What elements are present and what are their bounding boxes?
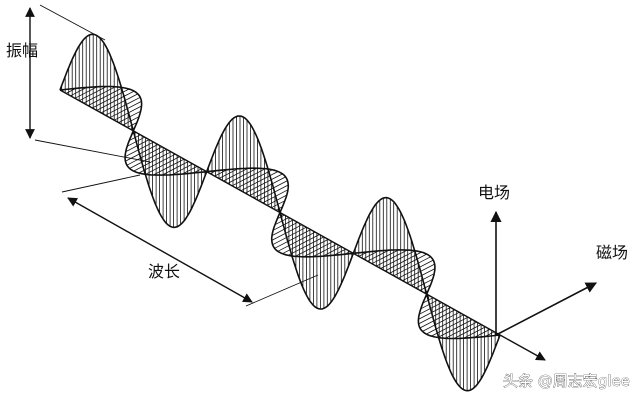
magnetic-field-label: 磁场 [596, 243, 628, 262]
wavelength-label: 波长 [148, 262, 180, 281]
magnetic-field-hatch-line [282, 234, 320, 255]
magnetic-field-hatch-line [445, 321, 477, 339]
amplitude-guide-top [39, 4, 106, 41]
magnetic-field-hatch-line [463, 326, 486, 339]
electric-field-label: 电场 [478, 183, 510, 202]
magnetic-field-hatch-line [371, 249, 399, 265]
magnetic-field-hatch-line [418, 307, 451, 325]
wavelength-arrow [67, 197, 253, 303]
magnetic-field-hatch-line [271, 224, 303, 241]
magnetic-field-hatch-line [161, 161, 189, 176]
magnetic-field-hatch-line [367, 249, 390, 262]
magnetic-field-hatch-line [218, 168, 239, 179]
magnetic-field-hatch-line [231, 168, 266, 187]
magnetic-field-hatch-line [105, 96, 141, 116]
magnetic-field-hatch-line [153, 158, 185, 176]
magnetic-field-hatch-line [312, 243, 338, 258]
magnetic-field-hatch-line [272, 226, 307, 246]
magnetic-field-hatch-line [376, 249, 408, 267]
magnetic-field-hatch-line [124, 141, 154, 158]
magnetic-field-hatch-line [100, 93, 138, 114]
magnetic-field-hatch-line [83, 86, 116, 104]
magnetic-field-hatch-line [363, 250, 379, 260]
watermark-text: 头条 @周志宏glee [503, 372, 630, 390]
magnetic-field-hatch-line [245, 173, 283, 194]
amplitude-guide-bottom [34, 139, 151, 163]
magnetic-field-hatch-line [473, 329, 491, 338]
magnetic-field-hatch-line [70, 87, 87, 97]
magnetic-field-hatch-line [96, 90, 135, 111]
magnetic-field-hatch-line [126, 146, 163, 166]
magnetic-field-hatch-line [295, 239, 329, 257]
magnetic-field-hatch-line [406, 268, 436, 284]
magnetic-field-hatch-line [240, 171, 279, 192]
propagation-direction-arrow [499, 334, 546, 361]
amplitude-label: 振幅 [6, 41, 38, 60]
magnetic-field-hatch-line [223, 167, 249, 182]
magnetic-field-hatch-line [138, 153, 176, 174]
magnetic-field-hatch-line [422, 311, 460, 332]
magnetic-field-hatch-line [380, 250, 416, 269]
magnetic-field-hatch-line [249, 176, 286, 196]
magnetic-field-hatch-line [274, 229, 311, 249]
magnetic-field-hatch-line [258, 184, 289, 201]
magnetic-field-hatch-line [227, 167, 258, 184]
magnetic-field-hatch-line [145, 156, 180, 175]
magnetic-field-hatch-line [79, 86, 107, 102]
magnetic-field-hatch-line [437, 319, 473, 338]
magnetic-field-hatch-line [288, 236, 325, 256]
magnetic-field-hatch-line [109, 101, 142, 119]
magnetic-field-hatch-line [333, 248, 346, 256]
magnetic-field-hatch-line [182, 166, 198, 175]
magnetic-field-hatch-line [303, 241, 333, 258]
magnetic-field-hatch-line [389, 253, 427, 274]
magnetic-field-hatch-line [171, 163, 193, 176]
magnetic-field-hatch-line [419, 309, 456, 329]
magnetic-field-hatch-line [133, 151, 172, 172]
magnetic-field-hatch-line [426, 314, 464, 335]
magnetic-field-hatch-line [277, 231, 316, 252]
magnetic-field-axis-arrow [495, 282, 597, 336]
magnetic-field-hatching [61, 86, 499, 339]
wavelength-guide-left [61, 174, 141, 193]
magnetic-field-hatch-line [402, 263, 435, 282]
magnetic-field-hatch-line [87, 87, 123, 106]
magnetic-field-hatch-line [236, 169, 273, 189]
magnetic-field-hatch-line [393, 256, 431, 277]
magnetic-field-hatch-line [453, 324, 482, 339]
magnetic-field-hatch-line [253, 180, 288, 199]
magnetic-field-hatch-line [214, 169, 228, 177]
propagation-axis [59, 89, 501, 336]
magnetic-field-hatch-line [322, 246, 342, 257]
magnetic-field-hatch-line [129, 149, 167, 169]
magnetic-field-hatch-line [74, 86, 98, 99]
magnetic-field-hatch-line [397, 259, 434, 279]
wavelength-guide-right [245, 274, 319, 307]
